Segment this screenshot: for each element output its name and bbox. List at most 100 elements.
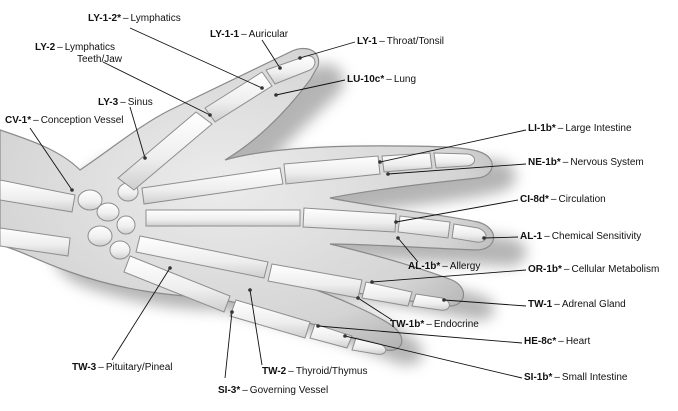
point-markers bbox=[70, 56, 486, 338]
point-code: AL-1b* bbox=[408, 261, 441, 272]
point-code: LY-1-1 bbox=[210, 29, 240, 40]
point-code: TW-1 bbox=[528, 299, 553, 310]
point-code: TW-2 bbox=[262, 366, 287, 377]
label-he8c: HE-8c*–Heart bbox=[524, 336, 591, 347]
leader-line-ci8d bbox=[395, 199, 519, 223]
ring-metacarpal bbox=[135, 235, 269, 279]
point-name-secondary: Teeth/Jaw bbox=[77, 54, 123, 65]
leader-line-tw1 bbox=[443, 299, 527, 307]
leader-line-ly12 bbox=[129, 27, 263, 89]
point-name: Chemical Sensitivity bbox=[551, 231, 642, 242]
point-code: TW-1b* bbox=[390, 319, 425, 330]
label-lu10c: LU-10c*–Lung bbox=[347, 74, 417, 85]
label-ne1b: NE-1b*–Nervous System bbox=[528, 157, 644, 168]
carpal-bone bbox=[109, 240, 131, 260]
point-marker bbox=[316, 324, 320, 328]
carpal-bone bbox=[96, 202, 120, 222]
leader-lines bbox=[29, 27, 527, 379]
point-marker bbox=[356, 296, 360, 300]
label-ly3: LY-3–Sinus bbox=[98, 97, 153, 108]
leader-line-al1 bbox=[483, 236, 519, 239]
point-name: Lung bbox=[393, 74, 417, 85]
label-ly12: LY-1-2*–Lymphatics bbox=[88, 13, 181, 24]
point-code: AL-1 bbox=[520, 231, 543, 242]
leader-line-tw3 bbox=[111, 267, 171, 361]
point-code: LI-1b* bbox=[528, 123, 556, 134]
point-marker bbox=[442, 298, 446, 302]
label-ly1: LY-1–Throat/Tonsil bbox=[357, 36, 445, 47]
point-code: NE-1b* bbox=[528, 157, 561, 168]
label-tw2: TW-2–Thyroid/Thymus bbox=[262, 366, 368, 377]
leader-line-or1b bbox=[371, 269, 527, 283]
label-al1b: AL-1b*–Allergy bbox=[408, 261, 481, 272]
label-tw3: TW-3–Pituitary/Pineal bbox=[72, 362, 173, 373]
middle-middle-phalanx bbox=[397, 215, 451, 239]
leader-line-he8c bbox=[317, 325, 523, 344]
hand-bones bbox=[0, 55, 487, 355]
point-name: Sinus bbox=[127, 97, 153, 108]
label-tw1b: TW-1b*–Endocrine bbox=[390, 319, 479, 330]
index-distal-phalanx bbox=[433, 152, 475, 169]
little-metacarpal bbox=[123, 255, 231, 313]
point-marker bbox=[394, 220, 398, 224]
point-marker bbox=[386, 172, 390, 176]
ring-distal-phalanx bbox=[411, 293, 450, 311]
point-code: CV-1* bbox=[5, 115, 32, 126]
point-marker bbox=[143, 156, 147, 160]
point-name: Allergy bbox=[449, 261, 481, 272]
thumb-metacarpal bbox=[117, 111, 213, 191]
point-code: LY-1-2* bbox=[88, 13, 121, 24]
point-name: Adrenal Gland bbox=[561, 299, 626, 310]
index-proximal-phalanx bbox=[283, 155, 381, 185]
point-marker bbox=[482, 236, 486, 240]
point-name: Lymphatics bbox=[64, 42, 115, 53]
point-code: SI-1b* bbox=[524, 372, 553, 383]
point-name: Lymphatics bbox=[130, 13, 181, 24]
point-marker bbox=[230, 310, 234, 314]
point-name: Thyroid/Thymus bbox=[295, 366, 368, 377]
leader-line-ly2 bbox=[102, 61, 211, 116]
leader-line-tw1b bbox=[357, 297, 393, 321]
point-name: Cellular Metabolism bbox=[571, 264, 660, 275]
little-middle-phalanx bbox=[309, 323, 353, 349]
point-marker bbox=[343, 334, 347, 338]
label-ci8d: CI-8d*–Circulation bbox=[520, 194, 606, 205]
index-middle-phalanx bbox=[381, 152, 433, 173]
leader-line-cv1 bbox=[29, 127, 73, 191]
point-code: TW-3 bbox=[72, 362, 97, 373]
leader-line-al1b bbox=[397, 237, 419, 263]
middle-proximal-phalanx bbox=[302, 207, 397, 233]
label-ly2: LY-2–Lymphatics Teeth/Jaw bbox=[35, 42, 123, 65]
point-name: Conception Vessel bbox=[40, 115, 124, 126]
point-name: Heart bbox=[565, 336, 591, 347]
point-code: CI-8d* bbox=[520, 194, 549, 205]
point-name: Nervous System bbox=[570, 157, 644, 168]
carpal-bone bbox=[116, 215, 136, 235]
label-ly11: LY-1-1–Auricular bbox=[210, 29, 289, 40]
point-marker bbox=[208, 113, 212, 117]
label-cv1: CV-1*–Conception Vessel bbox=[5, 115, 124, 126]
label-si3: SI-3*–Governing Vessel bbox=[218, 385, 329, 396]
carpal-bone bbox=[87, 225, 113, 247]
point-marker bbox=[370, 280, 374, 284]
index-metacarpal bbox=[141, 167, 284, 205]
point-name: Auricular bbox=[248, 29, 289, 40]
ring-middle-phalanx bbox=[361, 281, 413, 307]
label-si1b: SI-1b*–Small Intestine bbox=[524, 372, 628, 383]
point-name: Small Intestine bbox=[561, 372, 628, 383]
point-marker bbox=[260, 86, 264, 90]
radius-bone bbox=[0, 179, 76, 213]
middle-metacarpal bbox=[145, 209, 301, 227]
leader-line-tw2 bbox=[249, 289, 263, 366]
point-marker bbox=[378, 160, 382, 164]
leader-line-ne1b bbox=[387, 163, 527, 175]
leader-line-ly3 bbox=[129, 106, 146, 159]
point-name: Pituitary/Pineal bbox=[105, 362, 173, 373]
ulna-bone bbox=[0, 227, 71, 257]
point-marker bbox=[70, 188, 74, 192]
point-code: LY-2 bbox=[35, 42, 56, 53]
point-marker bbox=[278, 66, 282, 70]
label-li1b: LI-1b*–Large Intestine bbox=[528, 123, 632, 134]
